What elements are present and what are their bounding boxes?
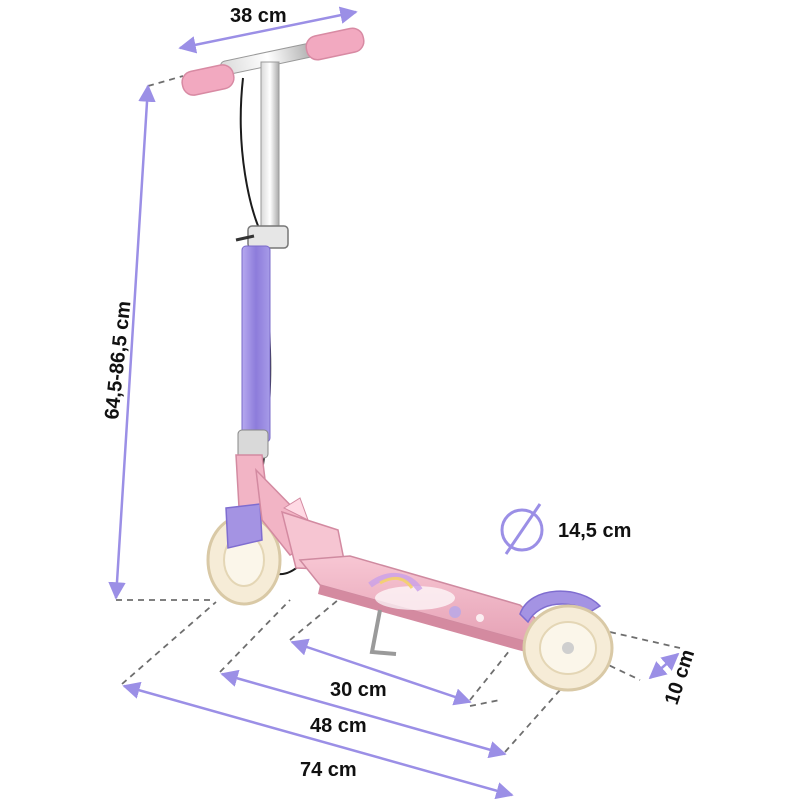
rear-fender [519, 590, 602, 624]
diameter-icon [500, 503, 544, 555]
right-grip [305, 27, 365, 61]
wheel-diameter-label: 14,5 cm [558, 520, 631, 542]
deck-length-label: 30 cm [330, 679, 387, 701]
dimension-arrows [108, 6, 680, 800]
handlebar-width-arrow [178, 6, 358, 54]
scooter-illustration [181, 27, 614, 692]
total-length-label: 74 cm [300, 759, 357, 781]
upper-stem [260, 61, 280, 243]
left-grip [181, 64, 235, 96]
height-arrow [108, 84, 156, 600]
front-wheel [206, 503, 282, 606]
deck [298, 555, 570, 662]
deck-width-label: 10 cm [661, 647, 699, 708]
rear-wheel [522, 604, 614, 692]
total-length-arrow [122, 681, 514, 800]
lower-stem [241, 245, 271, 443]
deck-width-arrow [648, 652, 680, 680]
wheelbase-label: 48 cm [310, 715, 367, 737]
handlebar-width-label: 38 cm [230, 5, 287, 27]
